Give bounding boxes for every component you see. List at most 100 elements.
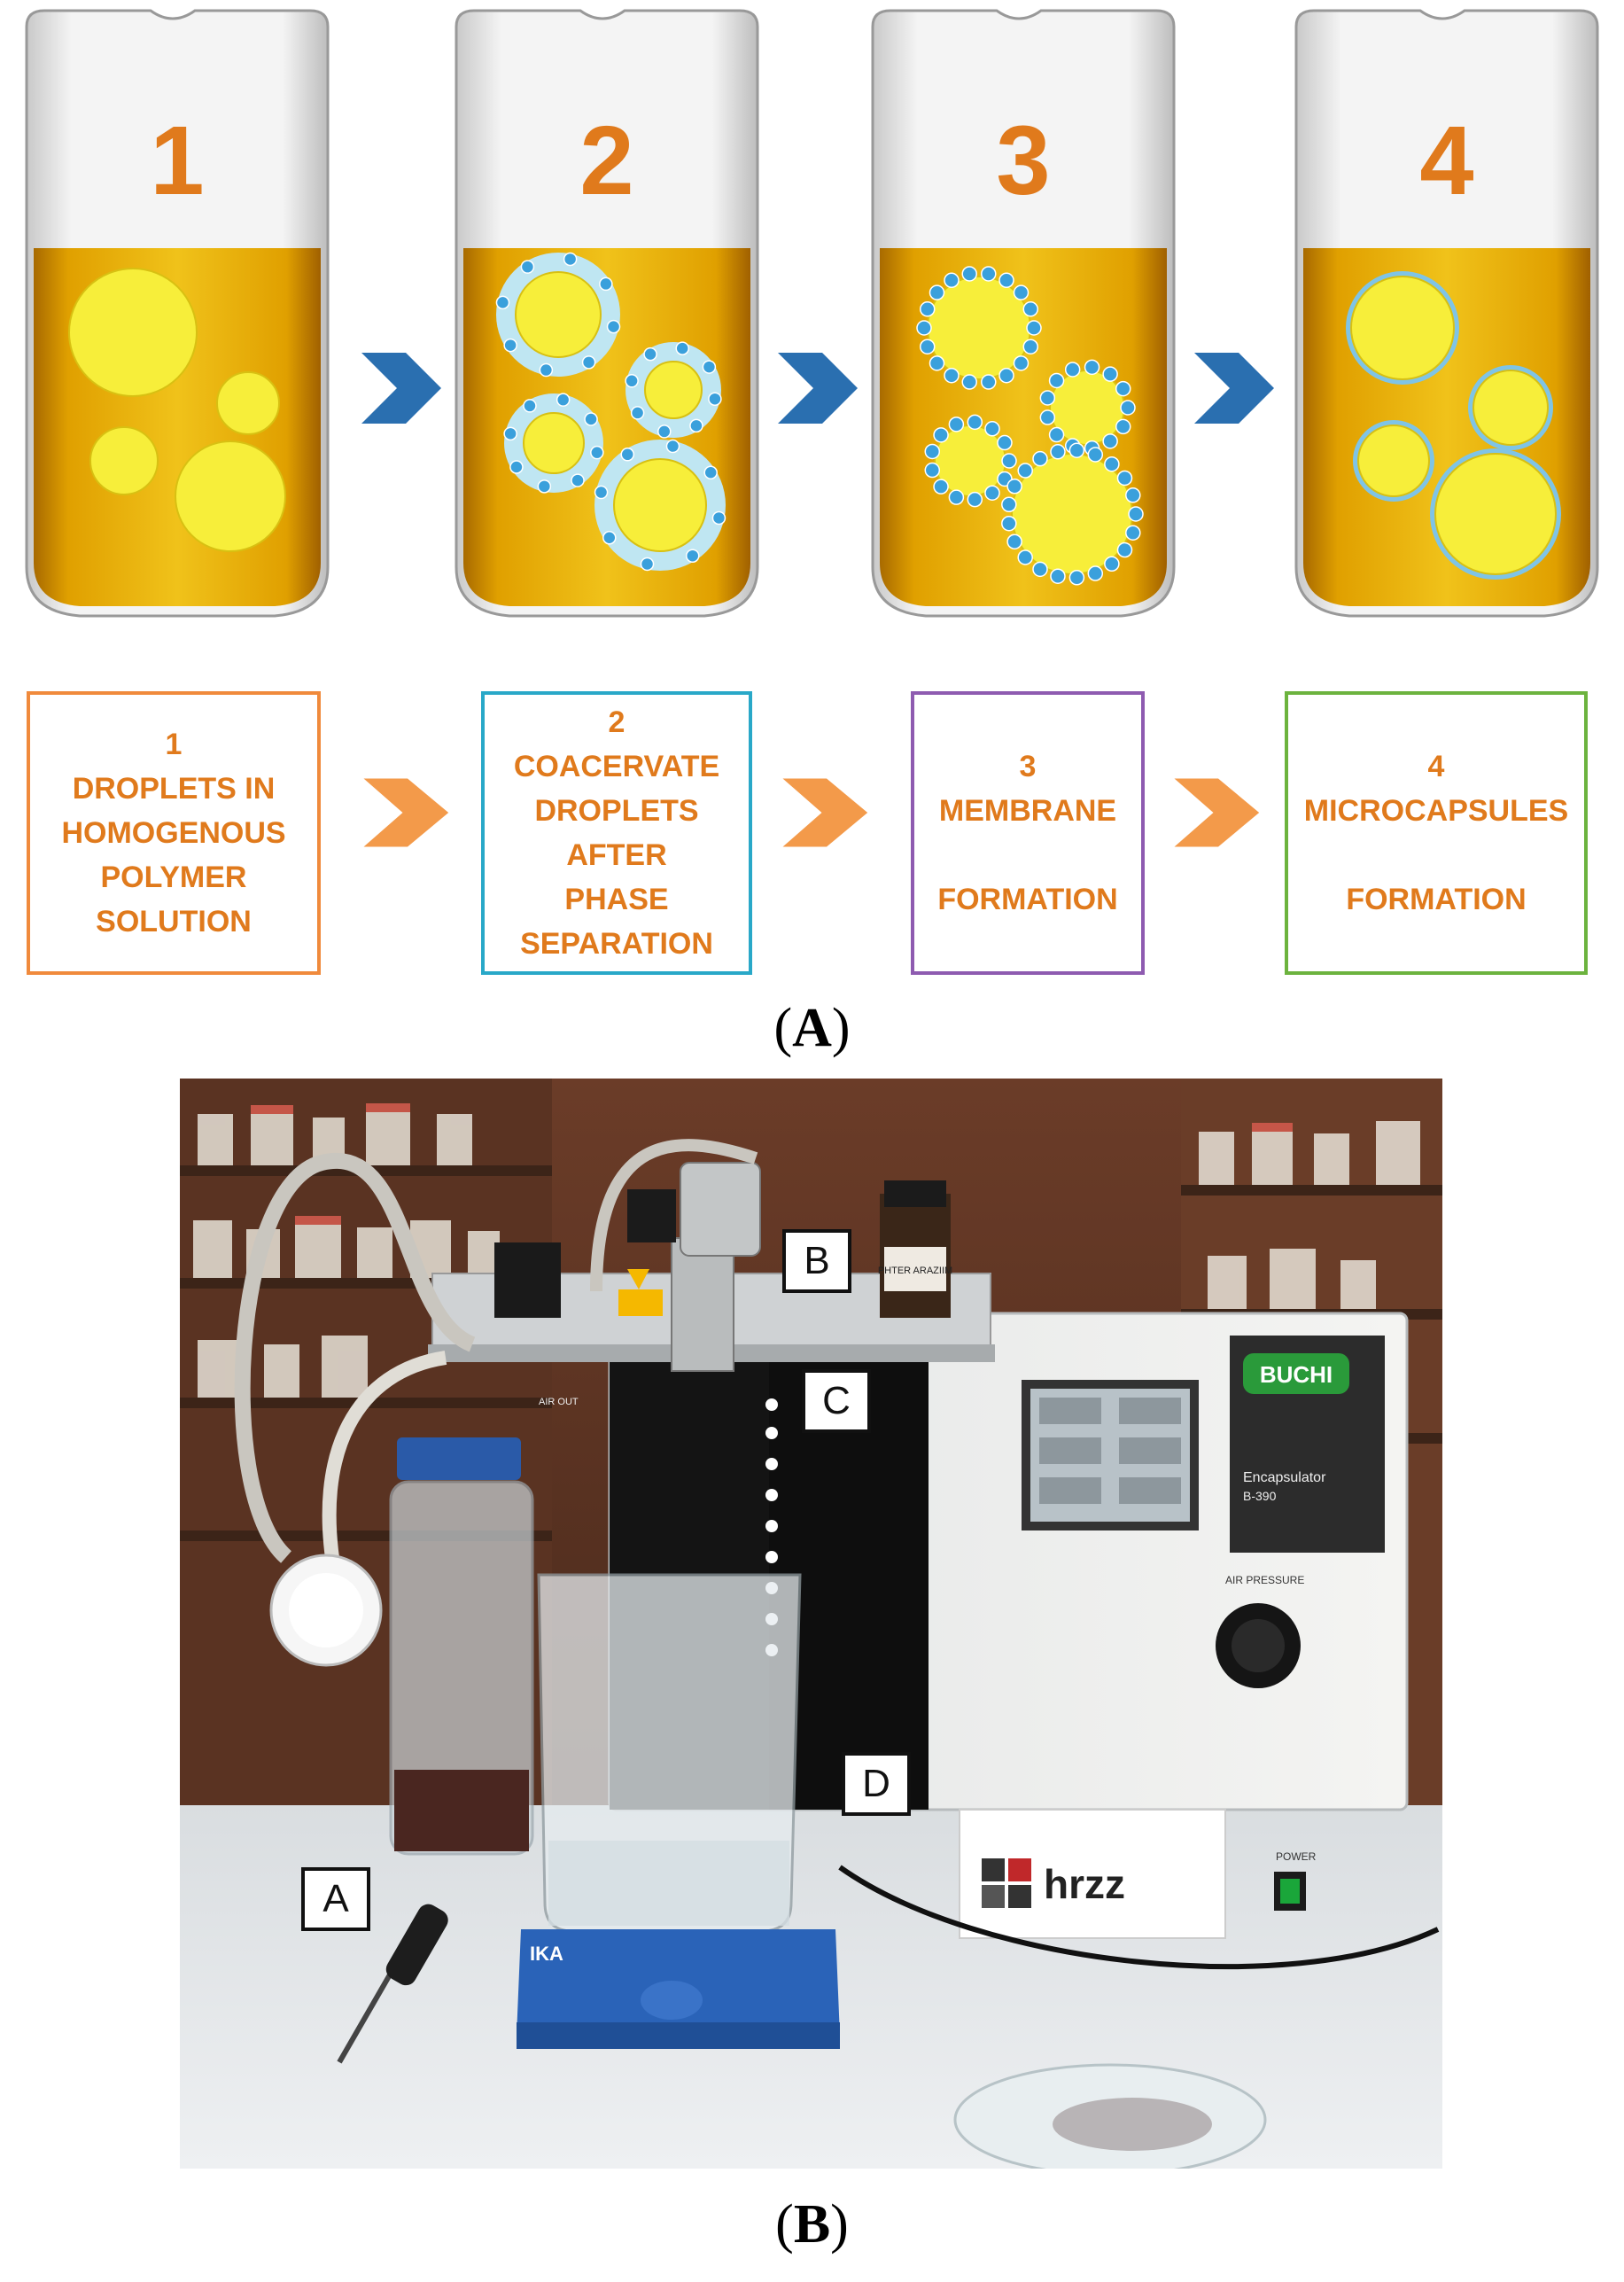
polymer-bead <box>581 355 596 370</box>
bottle-label: PHTER ARAZIIM <box>878 1266 952 1276</box>
beaker-2-number: 2 <box>579 106 634 215</box>
membrane-bead <box>1116 470 1133 487</box>
polymer-bead <box>640 557 655 572</box>
membrane-bead <box>1017 549 1033 565</box>
polymer-bead <box>606 319 621 334</box>
panel-a-coacervation-diagram: 1 2 3 4 1 DROPLETS IN HOMOGEN <box>0 0 1624 1058</box>
membrane-bead <box>933 427 949 443</box>
stage-1-line: DROPLETS IN <box>72 772 276 806</box>
polymer-bead <box>675 341 689 355</box>
stage-2-line: DROPLETS <box>534 794 699 828</box>
membrane-bead <box>1104 456 1120 472</box>
membrane-bead <box>929 284 945 300</box>
membrane-bead <box>1001 515 1017 532</box>
membrane-bead <box>1050 568 1066 584</box>
membrane-bead <box>1022 301 1039 317</box>
polymer-bead <box>702 360 717 374</box>
membrane-bead <box>1006 534 1022 549</box>
membrane-bead <box>1087 565 1104 581</box>
sponsor-logo: hrzz <box>1044 1861 1125 1907</box>
polymer-bead <box>602 530 617 545</box>
label-paren: ( <box>775 2194 794 2255</box>
membrane-bead <box>916 320 932 336</box>
air-out-label: AIR OUT <box>539 1397 579 1407</box>
callout-d-text: D <box>862 1762 890 1805</box>
membrane-bead <box>919 339 936 354</box>
panel-a-label: (A) <box>0 997 1624 1060</box>
label-paren: ) <box>831 998 851 1058</box>
membrane-bead <box>933 479 949 495</box>
droplet <box>1350 276 1455 380</box>
stage-box-3: 3 MEMBRANE FORMATION <box>911 691 1145 975</box>
beaker-1-number: 1 <box>150 106 205 215</box>
stage-3-line: MEMBRANE <box>938 794 1117 828</box>
chevron-right-icon <box>361 353 441 424</box>
membrane-bead <box>1039 409 1056 425</box>
membrane-bead <box>1068 442 1085 458</box>
droplet <box>216 371 280 435</box>
chevron-right-icon <box>778 353 858 424</box>
membrane-bead <box>1115 418 1131 435</box>
membrane-bead <box>967 414 983 431</box>
membrane-bead <box>948 489 965 505</box>
membrane-bead <box>1032 561 1048 578</box>
label-paren: ) <box>830 2194 849 2255</box>
label-paren: ( <box>773 998 793 1058</box>
membrane-bead <box>998 272 1014 289</box>
polymer-bead <box>657 424 672 439</box>
membrane-bead <box>1017 463 1033 479</box>
membrane-bead <box>924 443 941 460</box>
stage-4-number: 4 <box>1427 750 1445 783</box>
stage-2-line: AFTER <box>566 838 667 872</box>
membrane-bead <box>1013 355 1030 371</box>
chevron-right-icon <box>363 778 449 847</box>
stage-box-2: 2 COACERVATE DROPLETS AFTER PHASE SEPARA… <box>481 691 752 975</box>
membrane-bead <box>961 374 977 390</box>
polymer-bead <box>665 439 680 454</box>
membrane-bead <box>1084 359 1100 376</box>
panel-b-lab-photo: BUCHI Encapsulator B-390 AIR PRESSURE PO… <box>180 1079 1442 2169</box>
droplet <box>1434 453 1557 575</box>
label-letter: A <box>792 998 832 1058</box>
label-letter: B <box>793 2194 831 2255</box>
membrane-bead <box>981 374 997 390</box>
polymer-bead <box>523 399 537 413</box>
polymer-bead <box>594 485 609 500</box>
droplets-layer <box>68 252 1561 586</box>
droplet <box>644 361 703 419</box>
stage-2-number: 2 <box>608 705 626 739</box>
panel-b-label: (B) <box>0 2193 1624 2256</box>
droplet <box>175 440 286 552</box>
callout-a: A <box>301 1867 370 1931</box>
stage-2-line: SEPARATION <box>520 927 713 961</box>
callout-a-text: A <box>322 1877 349 1920</box>
membrane-bead <box>944 367 960 384</box>
membrane-bead <box>1048 426 1065 443</box>
beaker-4-number: 4 <box>1419 106 1474 215</box>
membrane-bead <box>997 434 1013 451</box>
membrane-bead <box>1125 525 1141 541</box>
membrane-bead <box>1048 372 1065 389</box>
polymer-bead <box>620 448 635 462</box>
membrane-bead <box>1022 339 1039 354</box>
membrane-bead <box>1039 390 1056 406</box>
membrane-bead <box>919 301 936 317</box>
polymer-bead <box>625 374 639 388</box>
polymer-bead <box>556 393 571 407</box>
membrane-bead <box>924 462 941 479</box>
membrane-bead <box>998 367 1014 384</box>
beaker-3-number: 3 <box>996 106 1051 215</box>
stage-1-line: SOLUTION <box>96 905 252 939</box>
chevron-right-icon <box>782 778 868 847</box>
stage-3-number: 3 <box>1019 750 1037 783</box>
polymer-bead <box>630 406 645 420</box>
chevron-right-icon <box>1194 353 1274 424</box>
membrane-bead <box>984 485 1000 501</box>
lab-setup-illustration: BUCHI Encapsulator B-390 AIR PRESSURE PO… <box>180 1079 1442 2169</box>
membrane-bead <box>929 355 945 371</box>
membrane-bead <box>1050 444 1066 460</box>
membrane-bead <box>961 266 977 282</box>
polymer-bead <box>495 295 510 310</box>
polymer-bead <box>539 362 554 378</box>
stirrer-brand: IKA <box>530 1943 563 1965</box>
